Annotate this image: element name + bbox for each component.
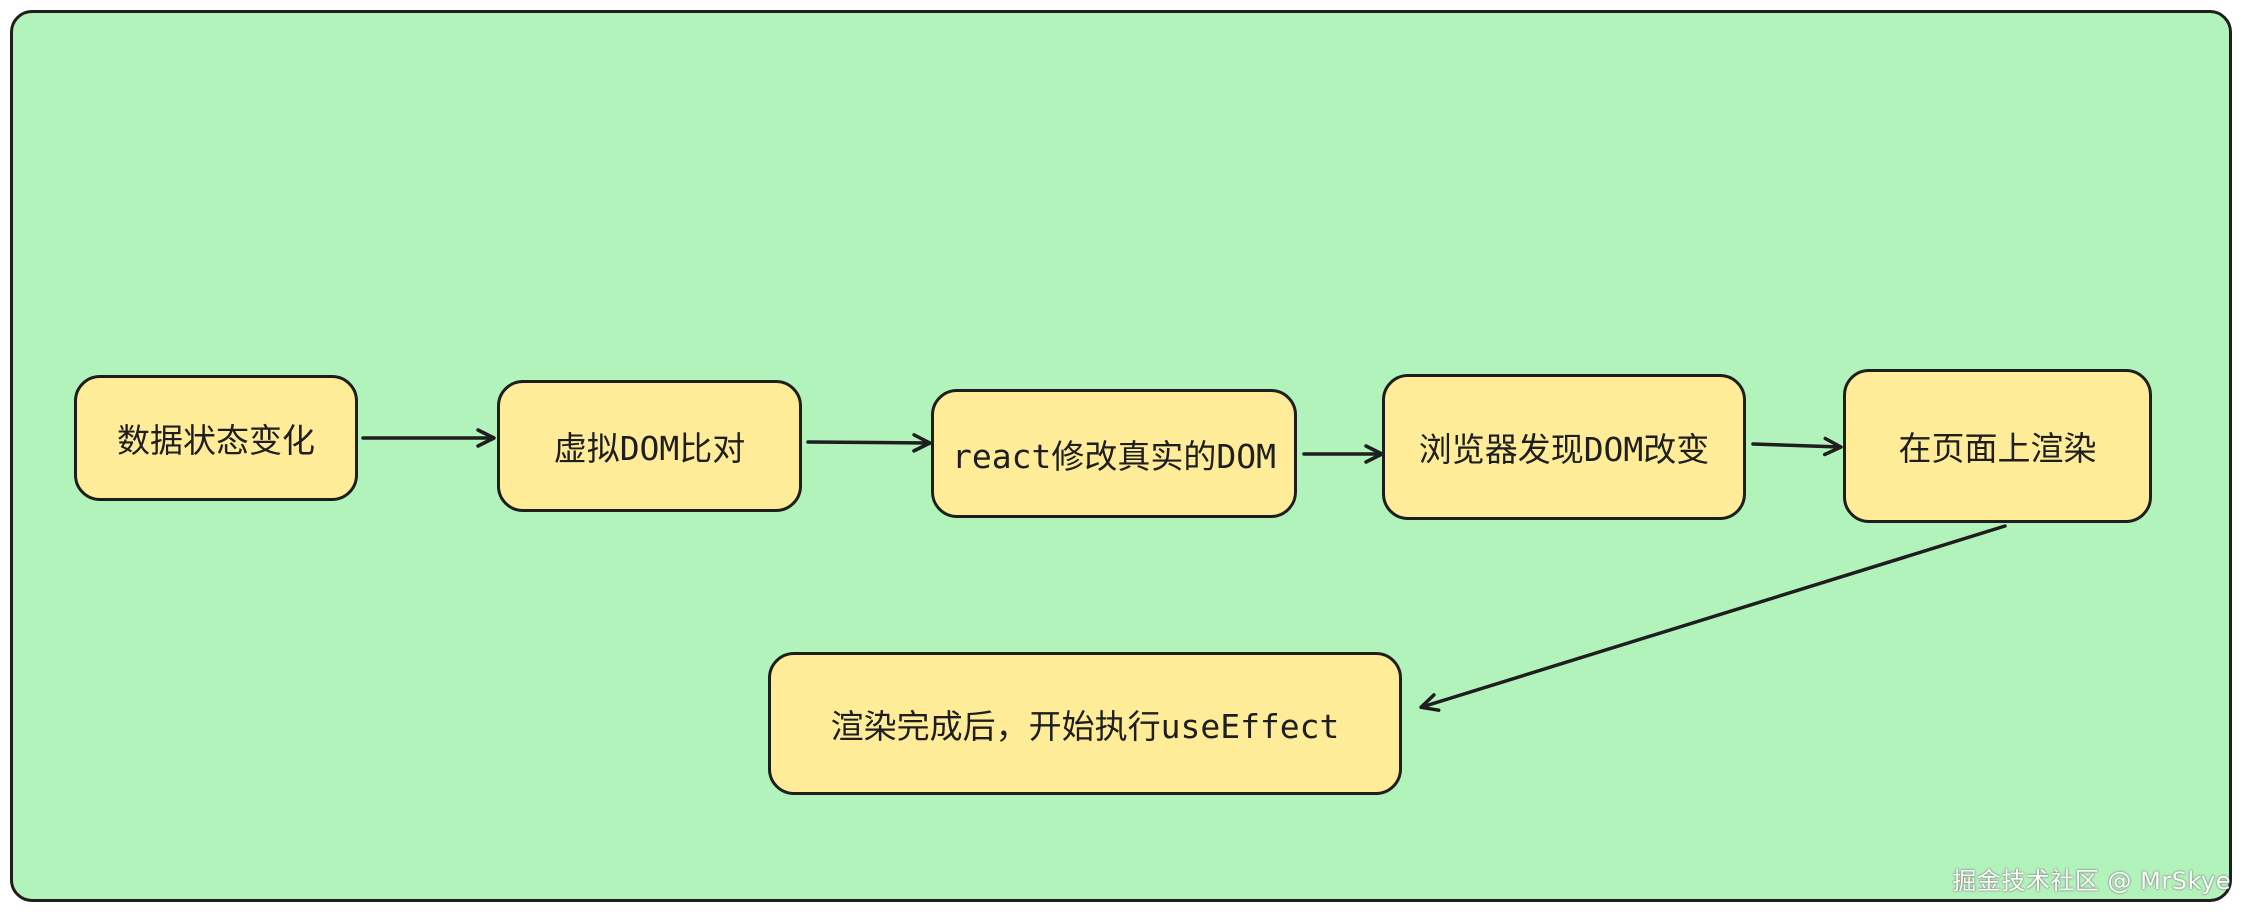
node-label: 数据状态变化 bbox=[117, 421, 315, 460]
node-label: 浏览器发现DOM改变 bbox=[1418, 430, 1710, 469]
arrow-n2-n3 bbox=[806, 433, 932, 453]
node-label: 渲染完成后，开始执行useEffect bbox=[830, 706, 1340, 746]
arrow-n4-n5 bbox=[1751, 436, 1843, 457]
node-react-modify-dom: react修改真实的DOM bbox=[931, 389, 1297, 518]
node-label: 在页面上渲染 bbox=[1898, 429, 2097, 468]
node-render-page: 在页面上渲染 bbox=[1843, 369, 2152, 523]
node-label: 虚拟DOM比对 bbox=[553, 429, 746, 468]
node-browser-detect-change: 浏览器发现DOM改变 bbox=[1382, 374, 1746, 520]
node-virtual-dom-diff: 虚拟DOM比对 bbox=[497, 380, 802, 512]
node-label: react修改真实的DOM bbox=[952, 436, 1276, 476]
node-data-state-change: 数据状态变化 bbox=[74, 375, 358, 501]
arrow-n5-n6 bbox=[1419, 524, 2007, 712]
watermark: 掘金技术社区 @ MrSkye bbox=[1952, 867, 2231, 895]
node-run-useeffect: 渲染完成后，开始执行useEffect bbox=[768, 652, 1402, 795]
